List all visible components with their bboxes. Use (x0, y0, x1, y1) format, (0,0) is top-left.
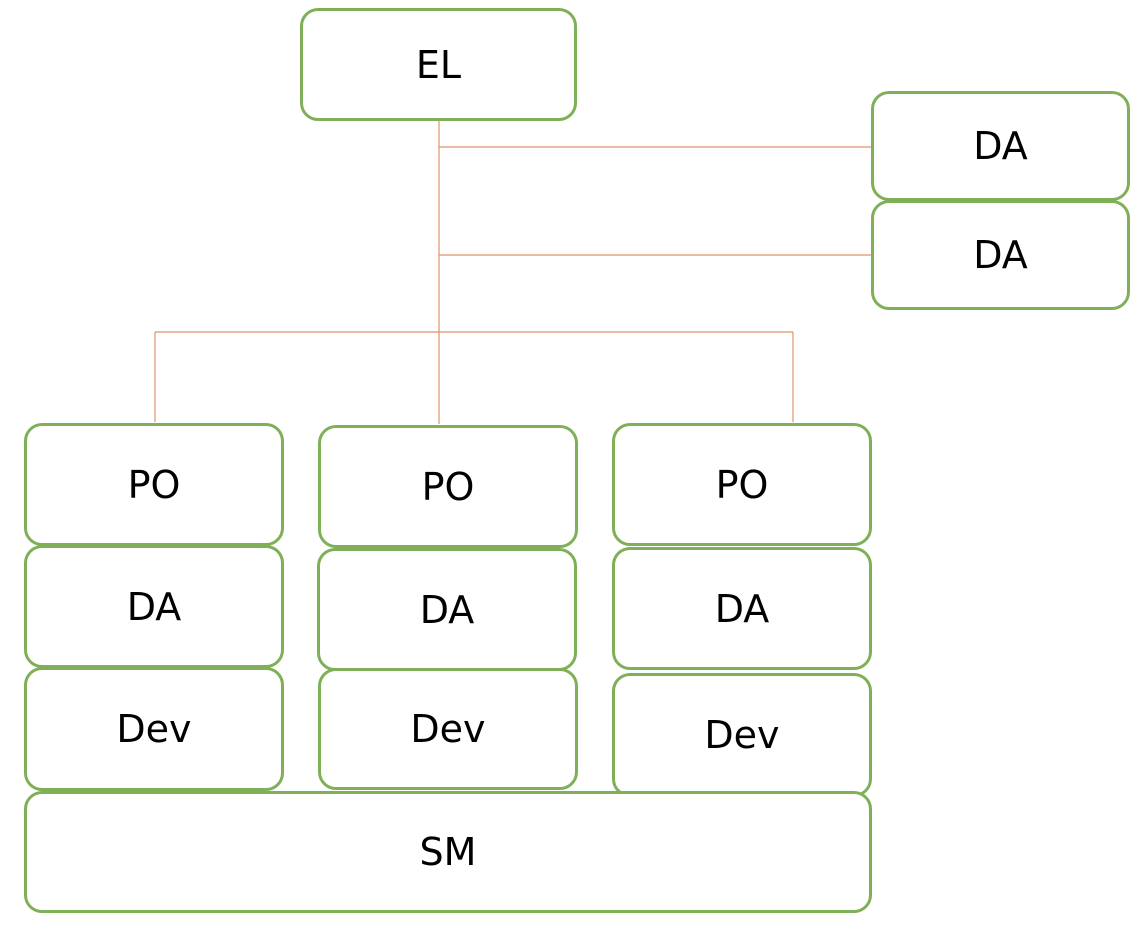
team-3-dev-box: Dev (612, 673, 872, 797)
team-1-po-label: PO (127, 462, 181, 507)
side-da-label-1: DA (973, 124, 1028, 168)
team-1-po-box: PO (24, 423, 284, 546)
sm-box: SM (24, 791, 872, 913)
team-1-dev-box: Dev (24, 667, 284, 791)
sm-label: SM (419, 830, 477, 874)
el-box: EL (300, 8, 577, 121)
team-2-po-box: PO (318, 425, 578, 548)
team-2-da-label: DA (419, 587, 475, 632)
team-3-dev-label: Dev (704, 713, 780, 757)
side-da-label-2: DA (973, 233, 1028, 277)
team-2-po-label: PO (421, 464, 475, 509)
team-3-da-box: DA (612, 547, 872, 670)
el-label: EL (415, 42, 462, 87)
team-2-dev-box: Dev (318, 668, 578, 790)
team-2-da-box: DA (317, 548, 577, 671)
team-1-da-label: DA (126, 584, 182, 629)
side-da-box-1: DA (871, 91, 1130, 201)
team-3-po-label: PO (715, 462, 769, 507)
team-1-dev-label: Dev (116, 707, 192, 751)
side-da-box-2: DA (871, 200, 1130, 310)
team-1-da-box: DA (24, 545, 284, 668)
team-3-da-label: DA (714, 586, 770, 631)
team-2-dev-label: Dev (410, 707, 486, 751)
team-3-po-box: PO (612, 423, 872, 546)
